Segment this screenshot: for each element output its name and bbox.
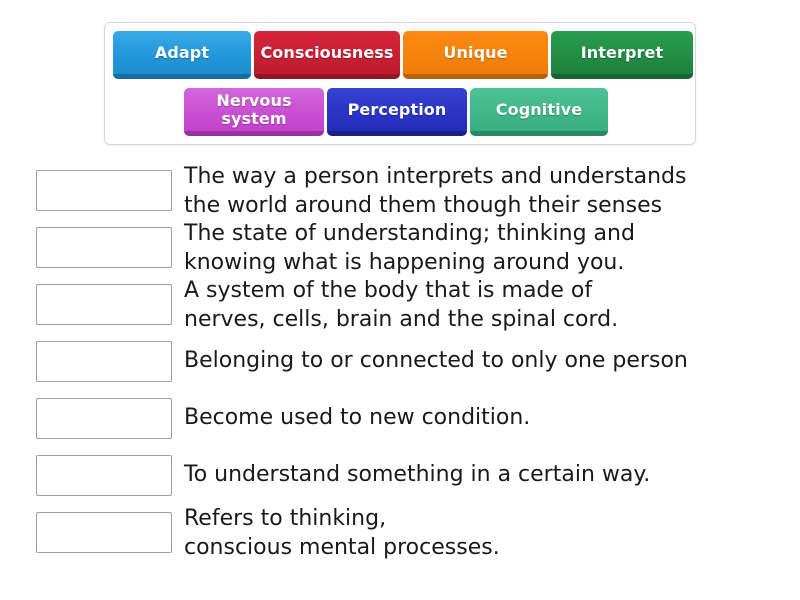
word-tile-label: Nervous system <box>216 91 292 128</box>
definition-list: The way a person interprets and understa… <box>0 164 800 563</box>
definition-row: Belonging to or connected to only one pe… <box>0 335 800 392</box>
word-tile-nervous-system[interactable]: Nervous system <box>184 88 324 136</box>
word-tile-adapt[interactable]: Adapt <box>113 31 251 79</box>
answer-drop-slot-5[interactable] <box>36 398 172 439</box>
definition-text: To understand something in a certain way… <box>184 462 651 487</box>
definition-text: A system of the body that is made of ner… <box>184 278 619 332</box>
definition-row: To understand something in a certain way… <box>0 449 800 506</box>
word-tile-label: Unique <box>443 43 508 62</box>
answer-drop-slot-4[interactable] <box>36 341 172 382</box>
answer-drop-slot-6[interactable] <box>36 455 172 496</box>
word-tile-label: Interpret <box>580 43 664 62</box>
definition-row: Refers to thinking, conscious mental pro… <box>0 506 800 563</box>
word-tile-perception[interactable]: Perception <box>327 88 467 136</box>
definition-text: Become used to new condition. <box>184 405 531 430</box>
word-tile-cognitive[interactable]: Cognitive <box>470 88 608 136</box>
answer-drop-slot-2[interactable] <box>36 227 172 268</box>
definition-text: Refers to thinking, conscious mental pro… <box>184 506 500 560</box>
word-tile-label: Adapt <box>154 43 210 62</box>
word-tile-label: Cognitive <box>495 100 583 119</box>
word-tile-consciousness[interactable]: Consciousness <box>254 31 400 79</box>
word-bank-row-1: Adapt Consciousness Unique Interpret <box>105 31 703 81</box>
word-tile-interpret[interactable]: Interpret <box>551 31 693 79</box>
definition-text: Belonging to or connected to only one pe… <box>184 348 688 373</box>
word-tile-unique[interactable]: Unique <box>403 31 548 79</box>
definition-row: Become used to new condition. <box>0 392 800 449</box>
definition-text: The state of understanding; thinking and… <box>184 221 635 275</box>
definition-row: A system of the body that is made of ner… <box>0 278 800 335</box>
word-bank-panel: Adapt Consciousness Unique Interpret Nervou… <box>104 22 696 145</box>
word-tile-label: Perception <box>347 100 447 119</box>
word-tile-label: Consciousness <box>260 43 394 62</box>
answer-drop-slot-3[interactable] <box>36 284 172 325</box>
definition-text: The way a person interprets and understa… <box>184 164 687 218</box>
answer-drop-slot-1[interactable] <box>36 170 172 211</box>
answer-drop-slot-7[interactable] <box>36 512 172 553</box>
word-bank-row-2: Nervous system Perception Cognitive <box>105 88 774 138</box>
definition-row: The state of understanding; thinking and… <box>0 221 800 278</box>
definition-row: The way a person interprets and understa… <box>0 164 800 221</box>
